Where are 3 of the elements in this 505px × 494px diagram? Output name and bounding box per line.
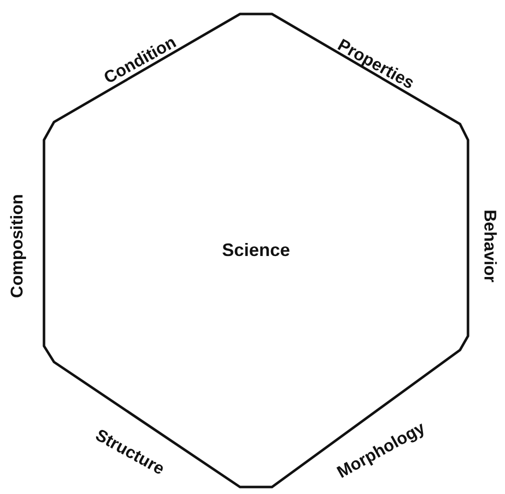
side-label: Composition bbox=[8, 194, 26, 298]
center-label: Science bbox=[222, 241, 290, 259]
side-label: Behavior bbox=[482, 210, 498, 282]
